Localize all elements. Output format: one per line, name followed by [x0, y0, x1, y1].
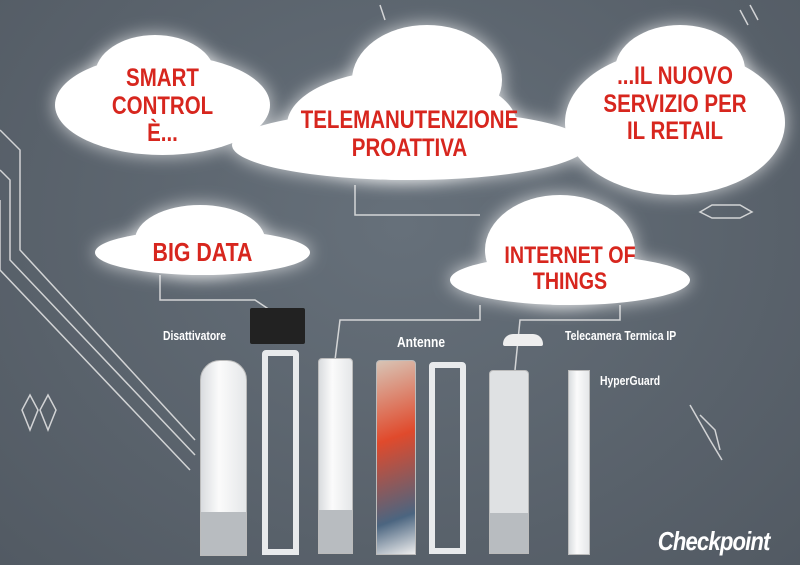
checkpoint-logo: Checkpoint [658, 526, 771, 556]
label-antenne: Antenne [397, 334, 445, 351]
cloud-big-data: BIG DATA [95, 205, 310, 277]
cloud-text: PROATTIVA [351, 133, 468, 162]
cloud-text: ...IL NUOVO [617, 62, 733, 90]
label-disattivatore: Disattivatore [163, 328, 226, 343]
antenna-gate-advertising [376, 360, 416, 555]
hyperguard-gate [568, 370, 590, 555]
deactivator-device [250, 308, 305, 344]
cloud-text: SMART CONTROL [111, 64, 214, 120]
cloud-text: È... [147, 119, 178, 147]
thermal-camera-device [503, 334, 543, 346]
cloud-text: BIG DATA [152, 237, 253, 267]
cloud-text: SERVIZIO PER [603, 89, 747, 118]
antenna-gate [489, 370, 529, 554]
antenna-gate [200, 360, 247, 556]
label-hyperguard: HyperGuard [600, 373, 661, 388]
antenna-gate [318, 358, 353, 554]
label-telecamera: Telecamera Termica IP [565, 328, 677, 343]
cloud-text: TELEMANUTENZIONE [300, 106, 519, 134]
cloud-text: THINGS [532, 268, 608, 296]
antenna-gate [429, 362, 466, 554]
cloud-text: INTERNET OF [504, 242, 636, 269]
cloud-text: IL RETAIL [626, 117, 724, 145]
antenna-gate [262, 350, 299, 555]
